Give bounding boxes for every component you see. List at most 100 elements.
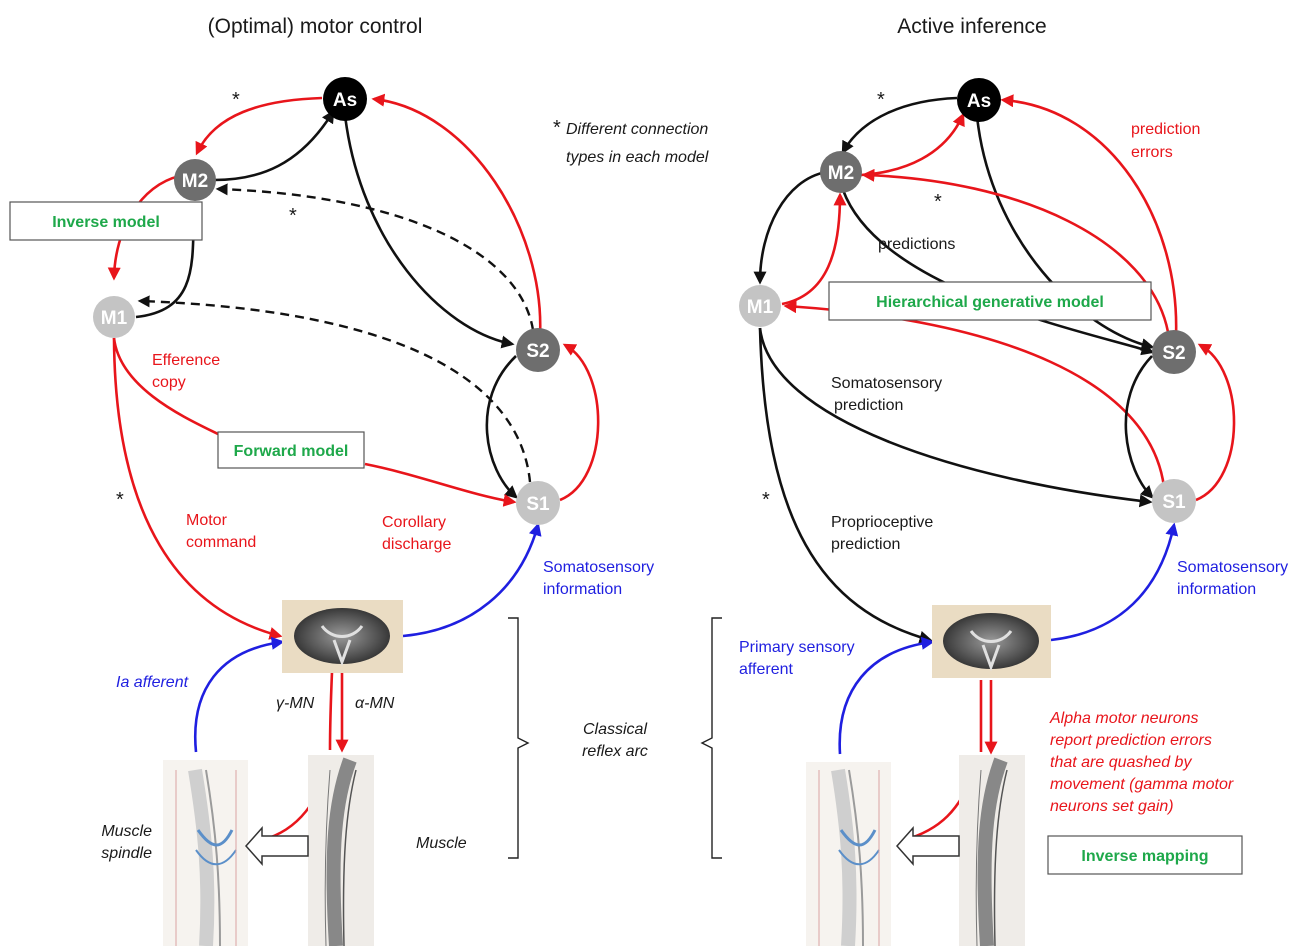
- svg-text:Hierarchical generative model: Hierarchical generative model: [876, 294, 1104, 311]
- muscle-spindle-image-left: [163, 760, 248, 947]
- s2-to-as-arrow-right: [1000, 94, 1178, 337]
- svg-text:S2: S2: [526, 341, 549, 362]
- svg-text:M1: M1: [101, 308, 128, 329]
- somatosensory-prediction-label-2: prediction: [834, 397, 903, 414]
- proprioceptive-prediction-arrow: [758, 327, 933, 644]
- as-to-m2-arrow: [195, 96, 323, 156]
- prediction-errors-label-2: errors: [1131, 144, 1173, 161]
- prediction-errors-label-1: prediction: [1131, 121, 1200, 138]
- svg-text:M1: M1: [747, 297, 774, 318]
- hollow-arrow-right: [895, 826, 960, 866]
- node-s2-right: S2: [1152, 330, 1196, 374]
- s2-to-s1-arrow-right: [1124, 355, 1154, 499]
- left-panel-title: (Optimal) motor control: [208, 15, 423, 38]
- command-label: command: [186, 534, 256, 551]
- s1-to-m1-dashed-arrow: [137, 295, 532, 483]
- muscle-label: Muscle: [416, 835, 467, 852]
- m2-to-as-arrow-right: [860, 112, 965, 177]
- copy-label: copy: [152, 374, 186, 391]
- right-star-1: *: [877, 89, 885, 111]
- right-star-3: *: [762, 489, 770, 511]
- svg-text:As: As: [967, 91, 991, 112]
- primary-sensory-label-2: afferent: [739, 661, 794, 678]
- spinal-cord-image-right: [932, 605, 1051, 678]
- right-panel-title: Active inference: [897, 15, 1046, 38]
- left-panel: (Optimal) motor control As M2 M1: [9, 15, 654, 947]
- svg-text:Forward model: Forward model: [234, 443, 349, 460]
- somatosensory-information-arrow: [402, 522, 542, 638]
- alpha-note-line-2: report prediction errors: [1050, 732, 1212, 749]
- svg-text:As: As: [333, 90, 357, 111]
- node-m1-right: M1: [739, 285, 781, 327]
- left-star-1: *: [232, 89, 240, 111]
- node-m1-left: M1: [93, 296, 135, 338]
- arm-image-left: [308, 755, 374, 947]
- as-to-s2-arrow: [343, 114, 515, 349]
- inverse-mapping-box: Inverse mapping: [1047, 835, 1243, 875]
- node-m2-left: M2: [174, 159, 216, 201]
- alpha-note-line-4: movement (gamma motor: [1050, 776, 1234, 793]
- s1-to-s2-arrow: [559, 343, 600, 502]
- muscle-spindle-label-2: spindle: [101, 845, 152, 862]
- m2-to-as-arrow: [213, 109, 335, 182]
- middle-notes: * Different connection types in each mod…: [508, 117, 722, 859]
- primary-sensory-label-1: Primary sensory: [739, 639, 855, 656]
- m1-to-s1-arrow-right: [758, 327, 1153, 508]
- discharge-label: discharge: [382, 536, 451, 553]
- node-s2-left: S2: [516, 328, 560, 372]
- node-s1-right: S1: [1152, 479, 1196, 523]
- hollow-arrow-left: [244, 826, 309, 866]
- alpha-note-line-1: Alpha motor neurons: [1049, 710, 1199, 727]
- s2-to-s1-arrow: [485, 355, 518, 499]
- alpha-mn-label: α-MN: [355, 695, 395, 712]
- classical-label: Classical: [583, 721, 647, 738]
- alpha-note-line-5: neurons set gain): [1050, 798, 1174, 815]
- reflex-arc-label: reflex arc: [582, 743, 648, 760]
- s2-to-as-arrow: [371, 93, 542, 337]
- information-label-right: information: [1177, 581, 1256, 598]
- s1-to-s2-arrow-right: [1195, 343, 1236, 502]
- efference-copy-line: [112, 337, 221, 437]
- left-star-3: *: [116, 489, 124, 511]
- node-s1-left: S1: [516, 481, 560, 525]
- corollary-discharge-arrow: [364, 462, 517, 507]
- somatosensory-prediction-label-1: Somatosensory: [831, 375, 942, 392]
- node-as-right: As: [957, 78, 1001, 122]
- proprioceptive-label-2: prediction: [831, 536, 900, 553]
- motor-command-arrow: [112, 337, 283, 640]
- somatosensory-label-left: Somatosensory: [543, 559, 654, 576]
- ia-afferent-arrow: [193, 636, 285, 753]
- m1-to-m2-arrow-right: [781, 192, 847, 306]
- somatosensory-information-arrow-right: [1050, 522, 1179, 642]
- svg-text:M2: M2: [828, 163, 854, 184]
- somatosensory-label-right: Somatosensory: [1177, 559, 1288, 576]
- ia-afferent-label: Ia afferent: [116, 674, 189, 691]
- alpha-note-line-3: that are quashed by: [1050, 754, 1192, 771]
- information-label-left: information: [543, 581, 622, 598]
- inverse-model-box: Inverse model: [9, 201, 203, 241]
- right-brace: [508, 617, 530, 859]
- svg-text:S1: S1: [1162, 492, 1186, 513]
- right-panel: Active inference As M2 M1: [739, 15, 1288, 947]
- m2-to-m1-arrow-right: [753, 170, 827, 285]
- spinal-cord-image-left: [282, 600, 403, 673]
- as-to-s2-arrow-right: [975, 115, 1155, 351]
- hierarchical-generative-model-box: Hierarchical generative model: [828, 281, 1152, 321]
- s2-to-m2-dashed-arrow: [215, 183, 535, 331]
- types-in-each-model-text: types in each model: [566, 149, 709, 166]
- muscle-spindle-label-1: Muscle: [101, 823, 152, 840]
- efference-label: Efference: [152, 352, 220, 369]
- left-brace: [700, 617, 722, 859]
- middle-star: *: [553, 117, 561, 139]
- svg-text:Inverse mapping: Inverse mapping: [1081, 848, 1208, 865]
- left-star-2: *: [289, 205, 297, 227]
- proprioceptive-label-1: Proprioceptive: [831, 514, 933, 531]
- right-star-2: *: [934, 191, 942, 213]
- svg-text:S2: S2: [1162, 343, 1185, 364]
- gamma-mn-label: γ-MN: [276, 695, 315, 712]
- svg-text:S1: S1: [526, 494, 550, 515]
- corollary-label: Corollary: [382, 514, 446, 531]
- gamma-mn-line: [328, 671, 334, 751]
